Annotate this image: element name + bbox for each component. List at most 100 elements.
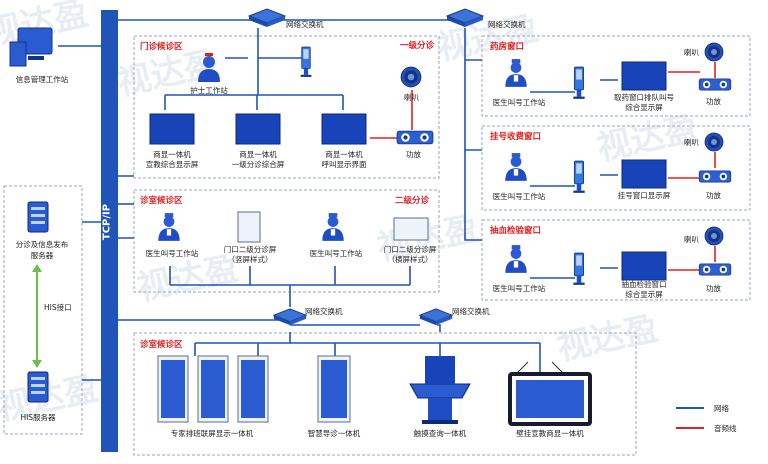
wall-screen-icon <box>508 361 592 426</box>
switch-label-1: 网络交换机 <box>286 19 324 29</box>
amplifier-label-blood: 功放 <box>706 283 721 293</box>
screen-2-line1: 商显一体机 <box>239 149 277 159</box>
touch-query-label: 触摸查询一体机 <box>414 428 467 438</box>
info-workstation-label: 信息管理工作站 <box>16 74 69 84</box>
door1-line1: 门口二级分诊屏 <box>224 244 277 254</box>
register-screen-icon <box>621 159 667 189</box>
publish-server-label-2: 服务器 <box>31 250 54 260</box>
zone-pharmacy-box <box>481 35 751 117</box>
doctor-label-blood: 医生叫号工作站 <box>493 283 546 293</box>
watermark-text-7: 视达盈 <box>554 308 662 368</box>
zone-blood-box <box>481 219 751 301</box>
door-screen-landscape-icon <box>393 217 429 241</box>
wall-screen-label: 壁挂宣教商显一体机 <box>516 428 584 438</box>
legend-network-label: 网络 <box>714 403 729 413</box>
level-1-label: 一级分诊 <box>400 40 435 51</box>
zone-title-outpatient: 门诊候诊区 <box>140 41 183 52</box>
amplifier-icon-blood <box>698 263 732 276</box>
tcpip-backbone <box>101 10 118 452</box>
doctor-label-consult-1: 医生叫号工作站 <box>146 248 199 258</box>
pharmacy-screen-line1: 取药窗口排队叫号 <box>614 92 674 102</box>
screen-1-line1: 商显一体机 <box>153 149 191 159</box>
door-screen-portrait-icon <box>237 211 261 243</box>
register-kiosk-icon <box>572 160 586 194</box>
speaker-label-pharmacy: 喇叭 <box>684 47 699 57</box>
door2-line2: （横屏样式） <box>388 254 433 264</box>
outpatient-kiosk-icon <box>300 46 312 78</box>
expert-screen-icon <box>157 355 269 423</box>
info-workstation-icon <box>9 27 53 67</box>
network-switch-bottom-right <box>419 308 453 326</box>
screen-1-line2: 宣教综合显示屏 <box>146 159 199 169</box>
door1-line2: （竖屏样式） <box>228 254 273 264</box>
server-group-box <box>3 185 83 435</box>
door2-line1: 门口二级分诊屏 <box>384 244 437 254</box>
speaker-label-outpatient: 喇叭 <box>404 92 419 102</box>
amplifier-icon-pharmacy <box>698 78 732 91</box>
speaker-icon-outpatient <box>400 66 422 88</box>
smart-guide-icon <box>317 355 351 423</box>
screen-3-line2: 呼叫显示界面 <box>322 159 367 169</box>
zone-clinic-box <box>133 332 637 456</box>
speaker-icon-blood <box>704 226 724 246</box>
zone-title-consult: 诊室候诊区 <box>140 195 183 206</box>
amplifier-label-register: 功放 <box>706 190 721 200</box>
his-server-icon <box>27 371 49 403</box>
pharmacy-screen-line2: 综合显示屏 <box>625 102 663 112</box>
zone-consult-box <box>133 189 440 293</box>
screen-call-icon <box>321 113 367 145</box>
nurse-label: 护士工作站 <box>190 85 228 95</box>
zone-register-box <box>481 125 751 211</box>
blood-kiosk-icon <box>572 252 586 286</box>
amplifier-label-outpatient: 功放 <box>406 149 421 159</box>
zone-title-clinic: 诊室候诊区 <box>140 339 183 350</box>
zone-outpatient-box <box>133 35 440 179</box>
doctor-icon-pharmacy <box>505 59 527 87</box>
level-2-label: 二级分诊 <box>395 195 430 206</box>
backbone-label: TCP/IP <box>102 204 113 240</box>
his-server-label: HIS服务器 <box>20 412 56 422</box>
register-screen-label: 挂号窗口显示屏 <box>618 190 671 200</box>
network-switch-top-left <box>248 8 286 28</box>
screen-education-icon <box>149 113 195 145</box>
legend-audio-label: 音频线 <box>714 423 737 433</box>
doctor-icon-register <box>505 153 527 181</box>
zone-title-register: 挂号收费窗口 <box>490 131 541 142</box>
speaker-label-register: 喇叭 <box>684 137 699 147</box>
blood-screen-line1: 抽血检验窗口 <box>622 279 667 289</box>
doctor-icon-consult-2 <box>322 213 344 241</box>
switch-label-4: 网络交换机 <box>452 306 490 316</box>
zone-title-blood: 抽血检验窗口 <box>490 225 541 236</box>
publish-server-icon <box>27 201 49 233</box>
doctor-icon-consult-1 <box>158 213 180 241</box>
speaker-label-blood: 喇叭 <box>684 234 699 244</box>
switch-label-2: 网络交换机 <box>488 19 526 29</box>
screen-level1-icon <box>235 113 281 145</box>
nurse-icon <box>198 53 220 82</box>
amplifier-icon-register <box>698 170 732 183</box>
screen-3-line1: 商显一体机 <box>325 149 363 159</box>
doctor-label-pharmacy: 医生叫号工作站 <box>493 97 546 107</box>
network-switch-bottom-left <box>273 308 307 326</box>
screen-2-line2: 一级分诊综合屏 <box>232 159 285 169</box>
zone-title-pharmacy: 药房窗口 <box>490 41 524 52</box>
doctor-label-register: 医生叫号工作站 <box>493 191 546 201</box>
doctor-label-consult-2: 医生叫号工作站 <box>310 248 363 258</box>
switch-label-3: 网络交换机 <box>305 306 343 316</box>
pharmacy-kiosk-icon <box>572 66 586 100</box>
amplifier-label-pharmacy: 功放 <box>706 96 721 106</box>
expert-label: 专家排班联屏显示一体机 <box>171 428 254 438</box>
blood-screen-icon <box>621 251 667 281</box>
amplifier-icon-outpatient <box>396 130 434 145</box>
touch-query-icon <box>409 356 471 424</box>
smart-guide-label: 智慧导诊一体机 <box>308 428 361 438</box>
pharmacy-screen-icon <box>621 61 667 91</box>
speaker-icon-pharmacy <box>704 42 724 62</box>
doctor-icon-blood <box>505 245 527 273</box>
speaker-icon-register <box>704 132 724 152</box>
his-interface-label: HIS接口 <box>44 302 72 312</box>
publish-server-label-1: 分诊及信息发布 <box>16 239 69 249</box>
blood-screen-line2: 综合显示屏 <box>625 289 663 299</box>
